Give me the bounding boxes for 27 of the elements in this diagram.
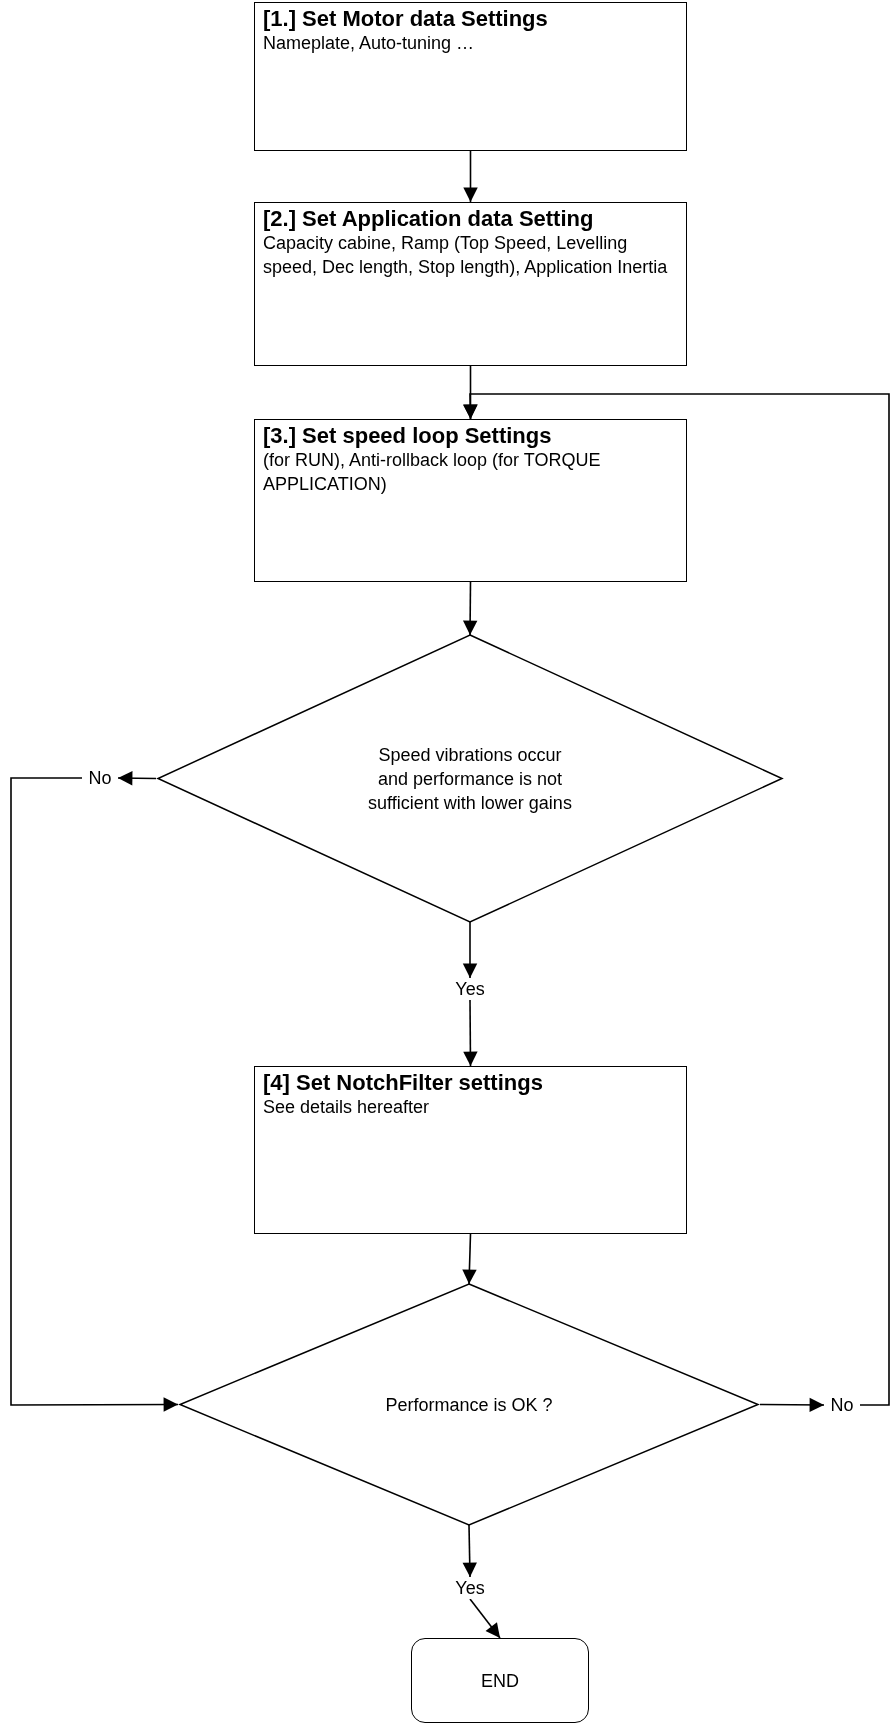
arrow	[759, 1397, 825, 1413]
box-heading: [1.] Set Motor data Settings	[263, 6, 549, 31]
box-heading: [2.] Set Application data Setting	[263, 206, 595, 231]
arrow	[462, 1524, 477, 1578]
arrow	[117, 771, 157, 786]
arrow	[10, 777, 179, 1412]
terminal-label: END	[481, 1669, 519, 1693]
box-heading: [3.] Set speed loop Settings	[263, 423, 553, 448]
box-text: See details hereafter	[263, 1096, 431, 1119]
box-heading: [4] Set NotchFilter settings	[263, 1070, 544, 1095]
arrow	[462, 581, 478, 636]
arrow	[463, 393, 890, 1406]
process-box	[254, 2, 687, 151]
process-box	[254, 202, 687, 366]
arrow	[463, 150, 478, 203]
decision-text: Speed vibrations occur and performance is not sufficient with lower gains	[367, 743, 573, 815]
terminal-box	[411, 1638, 589, 1723]
box-text: Capacity cabine, Ramp (Top Speed, Levelling speed, Dec length, Stop length), Application Inertia	[263, 232, 669, 279]
process-box	[254, 419, 687, 582]
process-box	[254, 1066, 687, 1234]
arrow	[463, 999, 478, 1067]
arrow	[462, 1233, 477, 1285]
arrow	[462, 921, 478, 979]
box-text: Nameplate, Auto-tuning …	[263, 32, 476, 55]
arrow	[469, 1598, 501, 1639]
decision-text: Performance is OK ?	[384, 1393, 554, 1417]
box-text: (for RUN), Anti-rollback loop (for TORQUE APPLICATION)	[263, 449, 602, 496]
